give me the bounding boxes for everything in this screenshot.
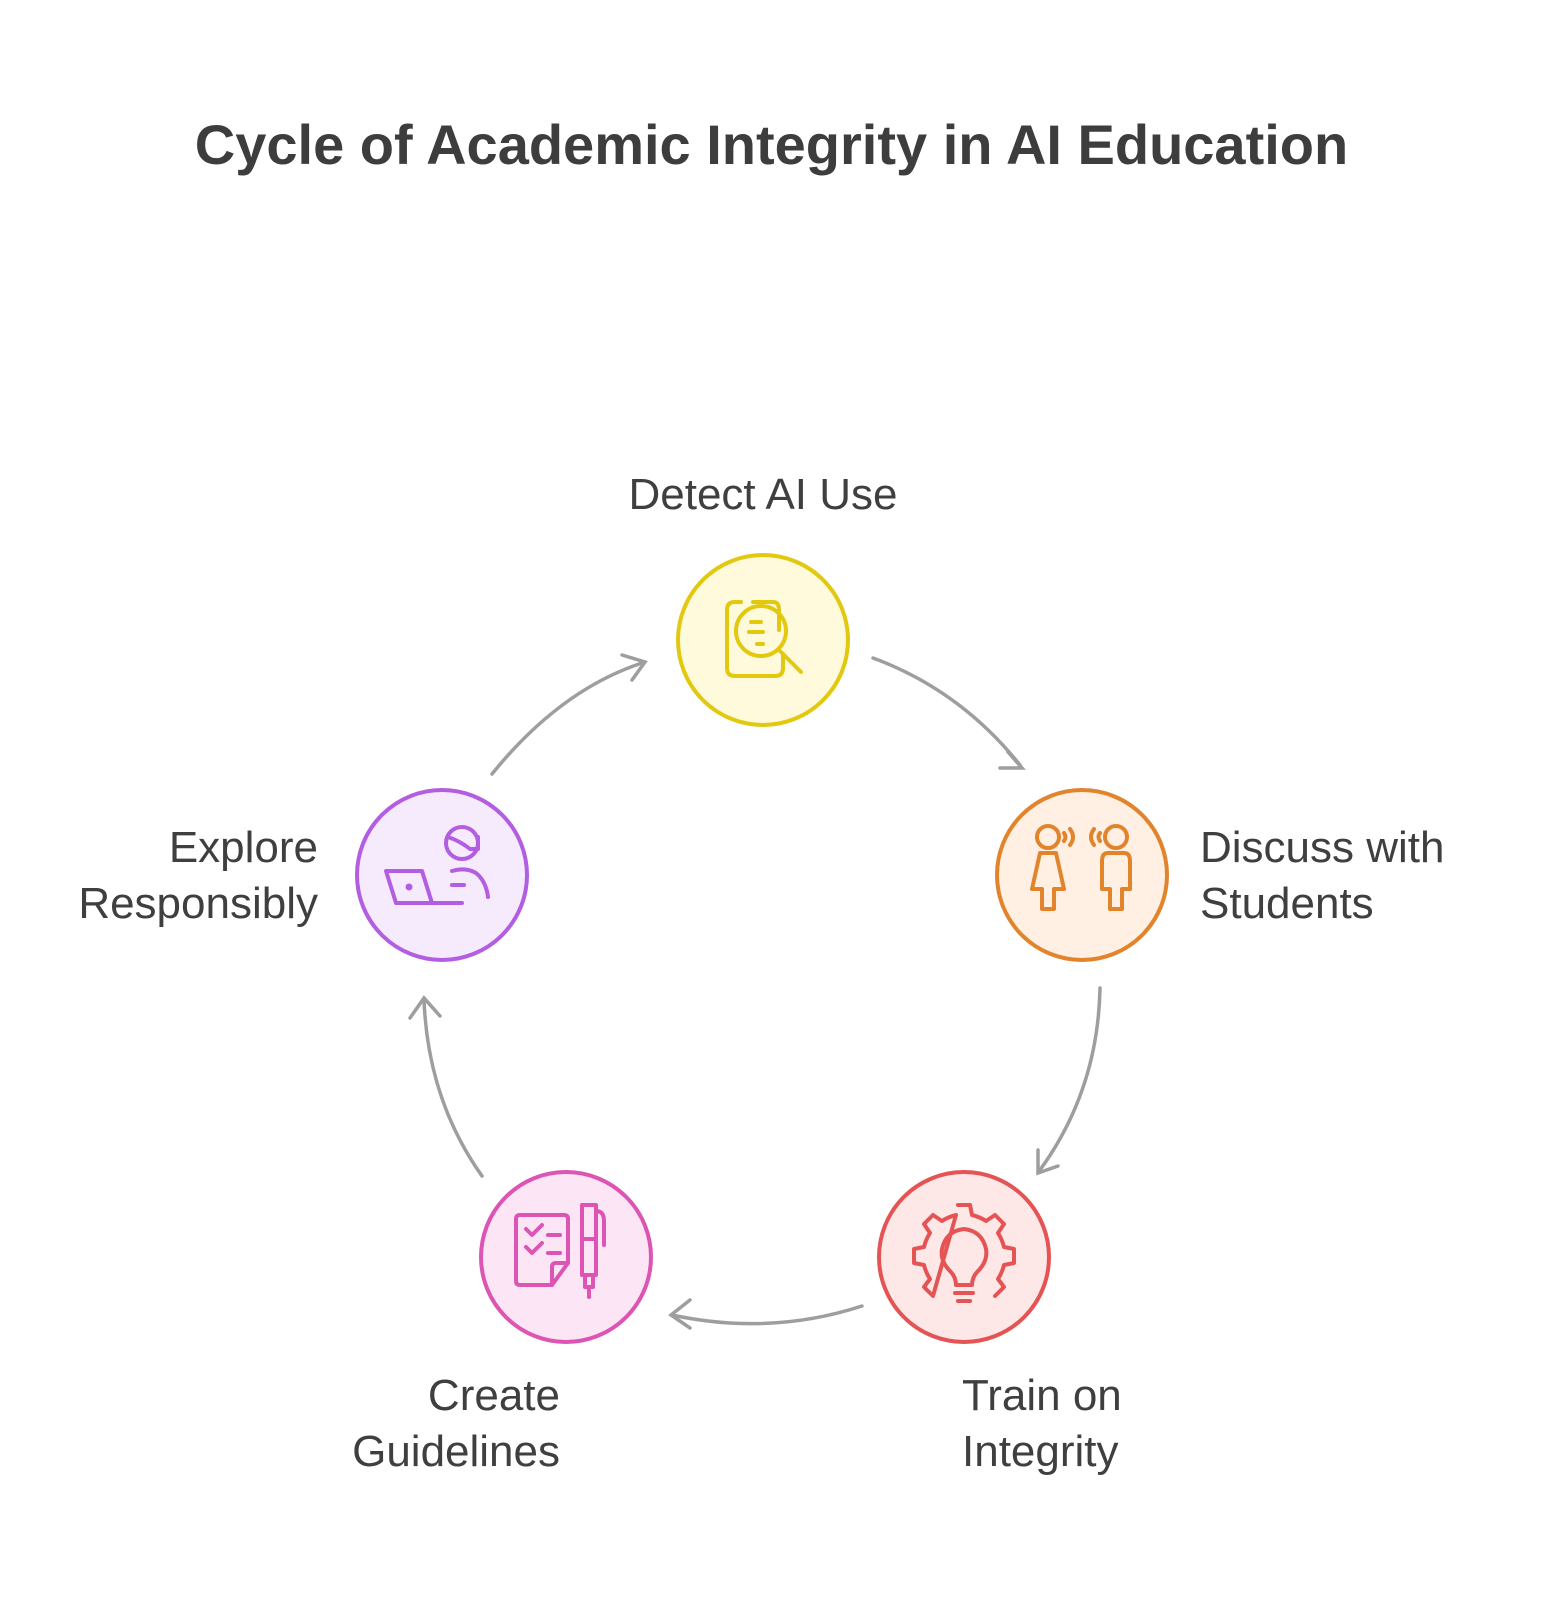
label-create-guidelines: Create Guidelines <box>260 1368 560 1480</box>
person-laptop-icon <box>384 825 490 905</box>
node-explore-responsibly[interactable] <box>355 788 529 962</box>
gear-lightbulb-icon <box>912 1203 1016 1303</box>
node-discuss-with-students[interactable] <box>995 788 1169 962</box>
label-line: Responsibly <box>78 879 318 928</box>
document-magnifier-icon <box>725 600 803 678</box>
people-talking-icon <box>1030 824 1132 911</box>
diagram-title: Cycle of Academic Integrity in AI Educat… <box>194 113 1349 176</box>
label-line: Integrity <box>962 1427 1119 1476</box>
label-line: Create <box>427 1371 560 1420</box>
checklist-pen-icon <box>514 1203 606 1299</box>
label-line: Train on <box>962 1371 1122 1420</box>
label-line: Detect AI Use <box>628 470 898 519</box>
node-detect-ai-use[interactable] <box>676 553 850 727</box>
label-detect-ai-use: Detect AI Use <box>583 467 943 523</box>
label-line: Discuss with <box>1200 823 1445 872</box>
label-line: Guidelines <box>352 1427 560 1476</box>
arrow-detect-to-discuss <box>871 656 1022 767</box>
node-train-on-integrity[interactable] <box>877 1170 1051 1344</box>
arrow-create-to-explore <box>422 998 484 1178</box>
arrow-discuss-to-train <box>1038 986 1102 1172</box>
label-explore-responsibly: Explore Responsibly <box>20 820 318 932</box>
label-line: Students <box>1200 879 1374 928</box>
label-line: Explore <box>168 823 318 872</box>
arrow-explore-to-detect <box>490 661 644 776</box>
node-create-guidelines[interactable] <box>479 1170 653 1344</box>
label-train-on-integrity: Train on Integrity <box>962 1368 1122 1480</box>
label-discuss-with-students: Discuss with Students <box>1200 820 1445 932</box>
arrow-train-to-create <box>670 1304 864 1326</box>
cycle-arrows <box>408 653 1102 1330</box>
